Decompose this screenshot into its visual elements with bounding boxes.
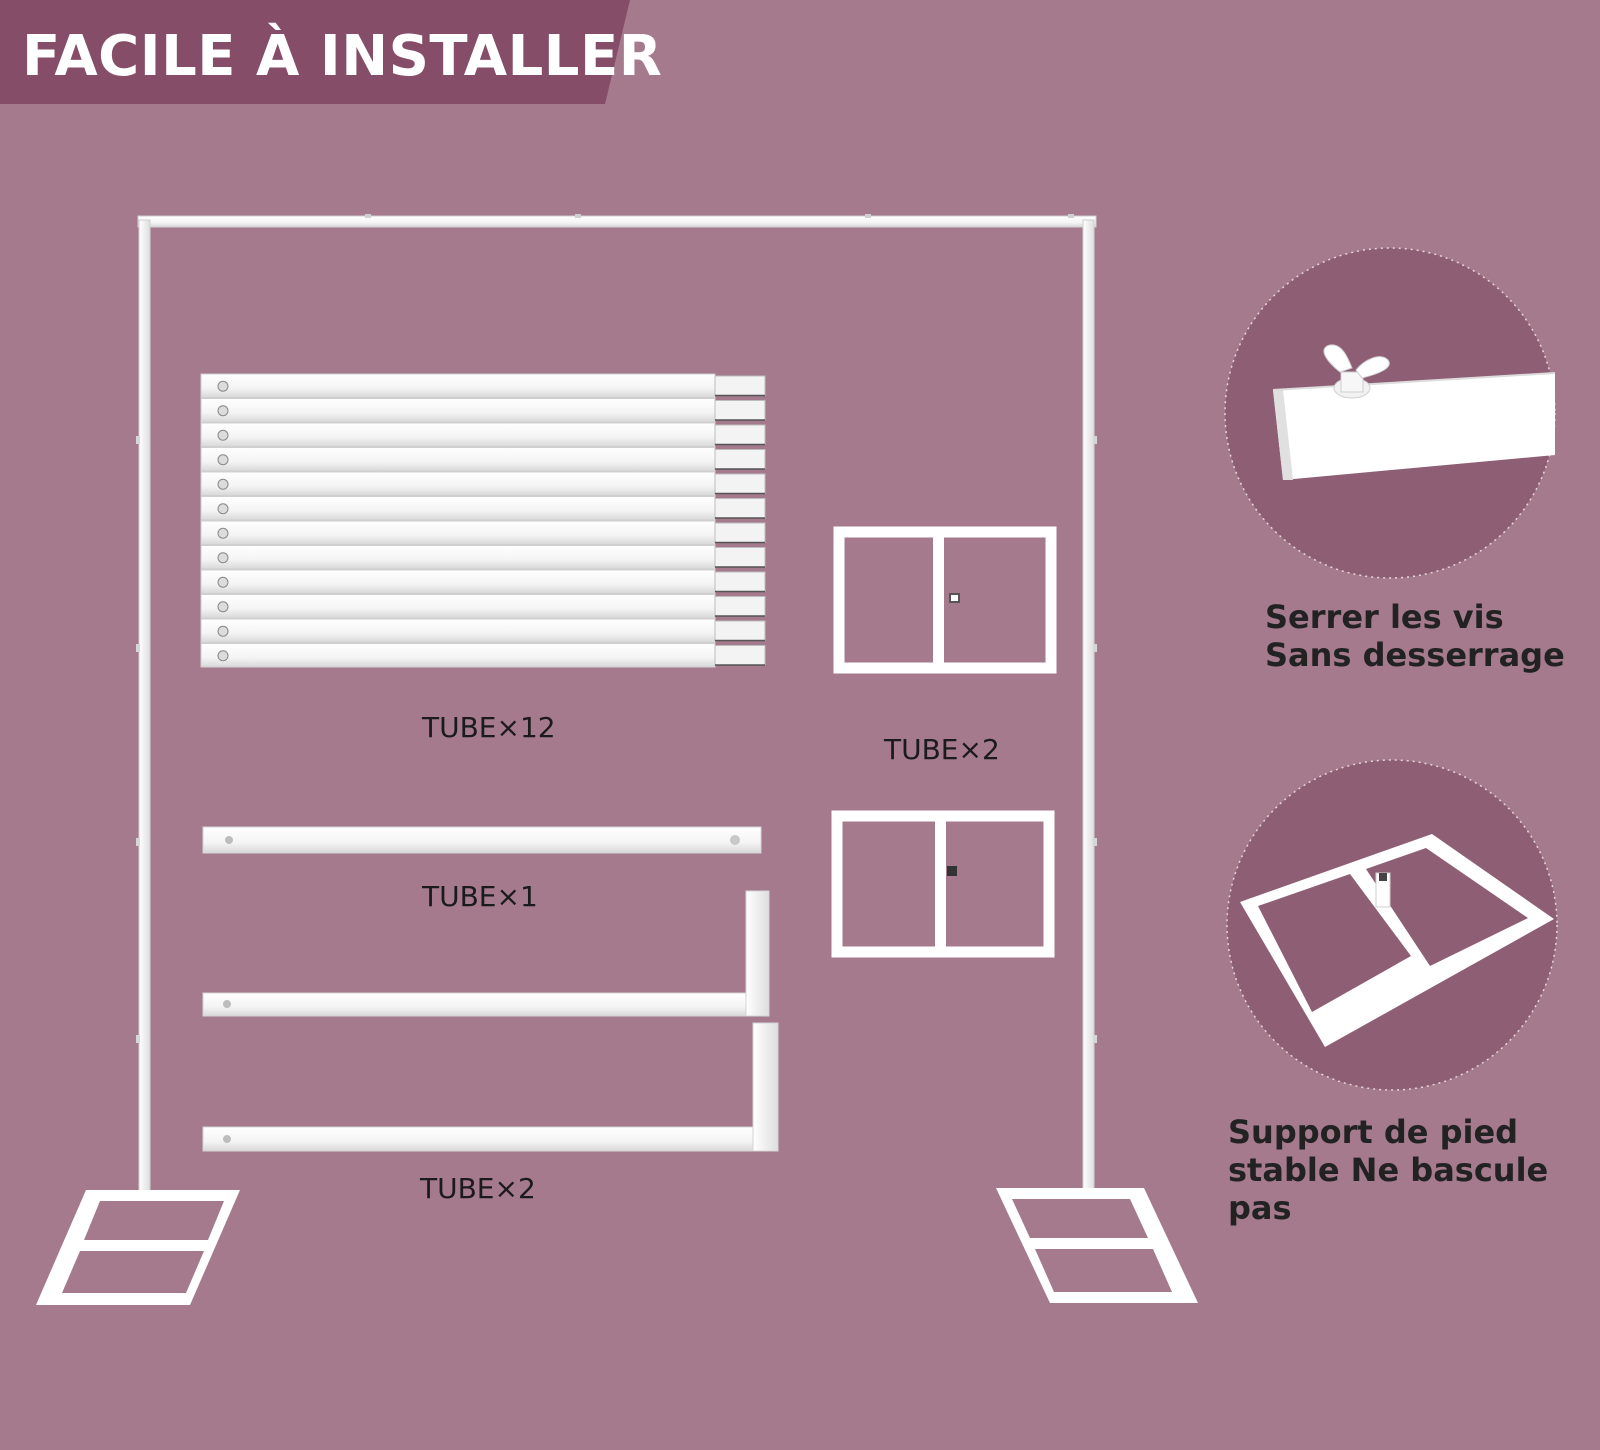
stacked-tube xyxy=(200,520,766,545)
banner xyxy=(0,0,630,104)
stacked-tube xyxy=(200,545,766,570)
stacked-tube xyxy=(200,569,766,594)
tubes-2-top-label: TUBE×2 xyxy=(884,733,1000,766)
l-tube-1 xyxy=(202,890,770,1017)
stacked-tube xyxy=(200,422,766,447)
tubes-1-label: TUBE×1 xyxy=(422,880,538,913)
straight-tube xyxy=(202,826,762,854)
screw-feature-text: Serrer les vis Sans desserrage xyxy=(1265,598,1565,674)
tube-stack xyxy=(200,373,766,668)
stacked-tube xyxy=(200,447,766,472)
banner-title: FACILE À INSTALLER xyxy=(22,24,663,89)
assembled-frame xyxy=(36,214,1198,1305)
tubes-12-label: TUBE×12 xyxy=(422,711,556,744)
right-base xyxy=(996,1188,1198,1303)
stacked-tube xyxy=(200,496,766,521)
base-feature-text: Support de pied stable Ne bascule pas xyxy=(1228,1113,1549,1227)
l-tube-2 xyxy=(202,1022,779,1152)
base-frame-1 xyxy=(833,526,1057,674)
tubes-2-bottom-label: TUBE×2 xyxy=(420,1172,536,1205)
screw-detail-circle xyxy=(1224,247,1556,579)
stacked-tube xyxy=(200,398,766,423)
stacked-tube xyxy=(200,643,766,668)
base-detail-circle xyxy=(1226,759,1558,1091)
screw-tube-icon xyxy=(1272,344,1556,480)
left-base xyxy=(36,1190,240,1305)
stacked-tube xyxy=(200,618,766,643)
base-frame-2 xyxy=(831,810,1055,958)
base-frame-icon xyxy=(1240,834,1554,1047)
stacked-tube xyxy=(200,471,766,496)
stacked-tube xyxy=(200,594,766,619)
stacked-tube xyxy=(200,373,766,398)
